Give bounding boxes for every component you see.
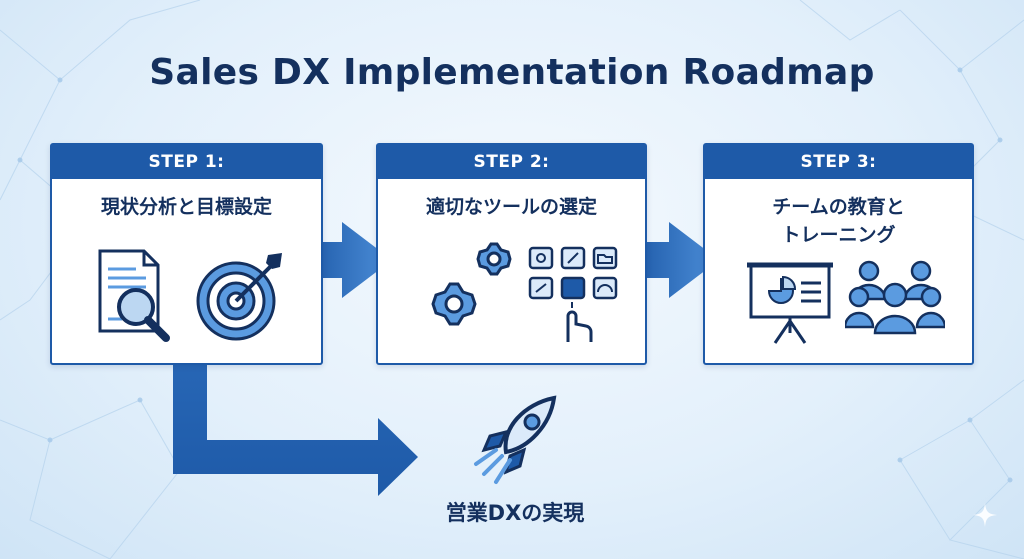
document-search-icon [98,249,170,342]
step-1-header: STEP 1: [52,145,321,179]
step-3-header: STEP 3: [705,145,972,179]
arrow-step2-to-step3 [632,222,719,298]
sparkle-icon [973,503,997,527]
step-3-label-line-1: チームの教育と [772,196,905,218]
step-3-label-line-2: トレーニング [781,224,896,246]
app-grid-icon [528,246,618,342]
arrow-step1-to-step2 [305,222,392,298]
step-2-label: 適切なツールの選定 [425,196,597,218]
step-1-label: 現状分析と目標設定 [100,196,272,218]
team-icon [845,260,945,335]
arrow-step1-to-goal [173,365,418,496]
presentation-board-icon [747,262,833,344]
rocket-icon [474,395,557,484]
gears-icon [431,242,512,326]
target-icon [196,253,282,341]
step-2-card: STEP 2: 適切なツールの選定 [376,143,647,365]
step-3-label: チームの教育と トレーニング [705,193,972,249]
step-3-card: STEP 3: チームの教育と トレーニング [703,143,974,365]
step-1-card: STEP 1: 現状分析と目標設定 [50,143,323,365]
step-2-header: STEP 2: [378,145,645,179]
page-title: Sales DX Implementation Roadmap [149,52,875,93]
goal-label: 営業DXの実現 [445,501,585,525]
